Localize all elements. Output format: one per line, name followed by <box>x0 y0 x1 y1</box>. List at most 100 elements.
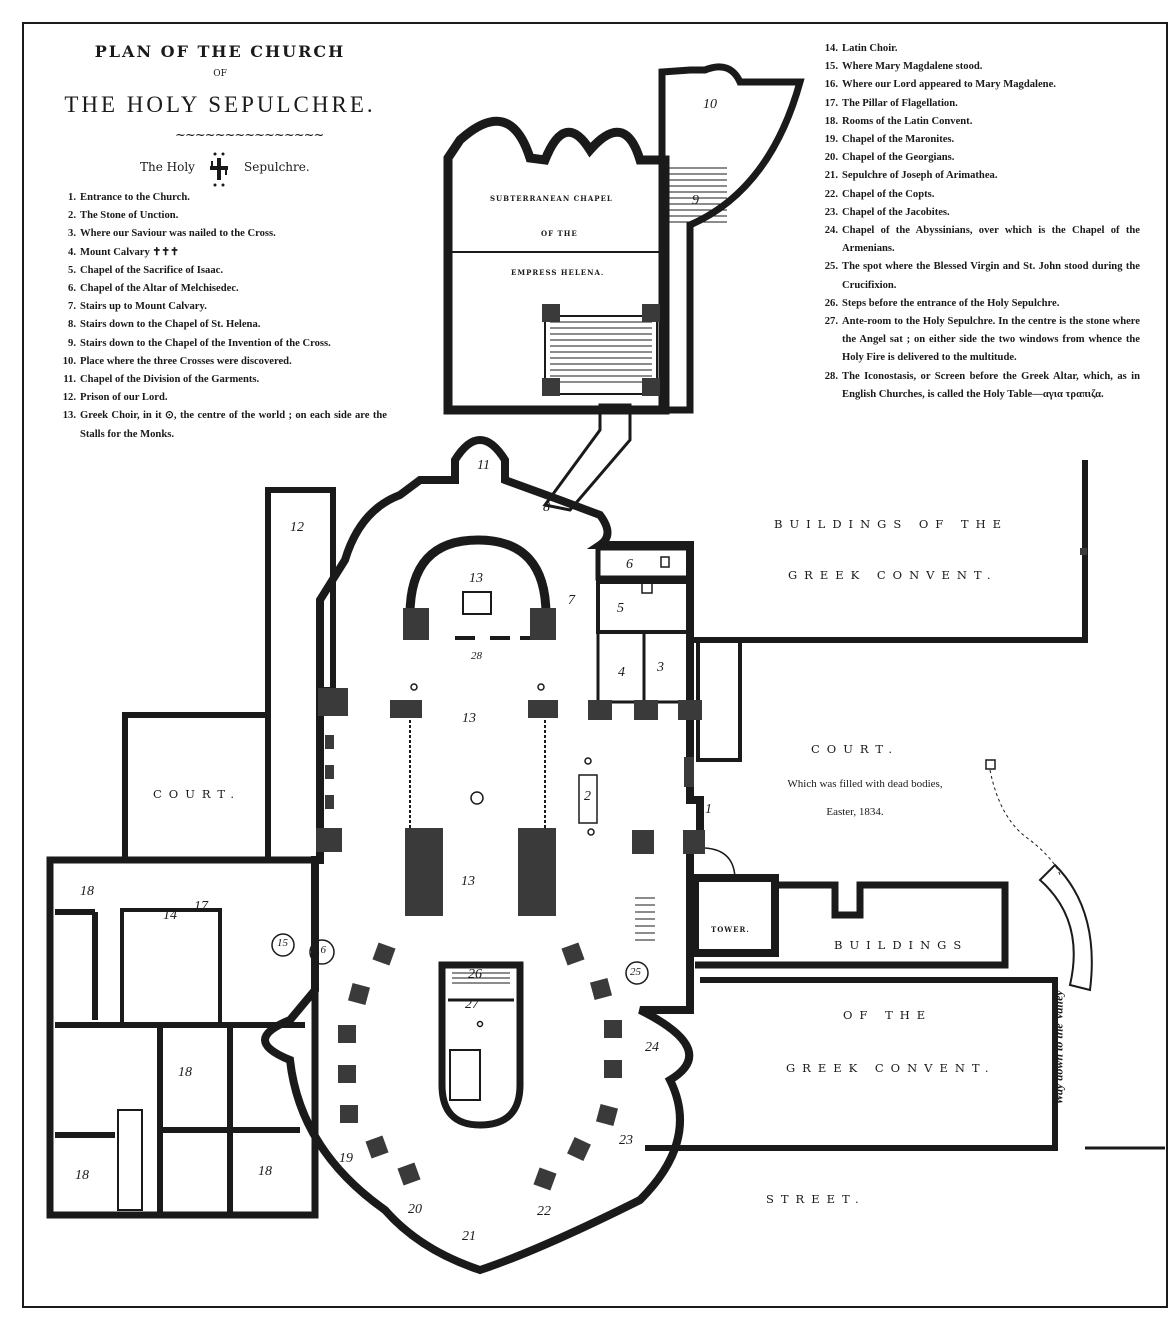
court-note-2: Easter, 1834. <box>826 806 884 818</box>
legend-text: Ante-room to the Holy Sepulchre. In the … <box>842 316 1140 364</box>
legend-number: 5. <box>68 264 76 276</box>
chapel-5 <box>596 580 692 634</box>
legend-text: The Pillar of Flagellation. <box>842 97 958 109</box>
legend-item: 10.Place where the three Crosses were di… <box>54 353 387 371</box>
legend-item: 13.Greek Choir, in it ⊙, the centre of t… <box>54 407 387 443</box>
stone-of-unction <box>578 774 598 824</box>
legend-item: 21.Sepulchre of Joseph of Arimathea. <box>816 167 1140 185</box>
plan-number-9: 9 <box>692 193 699 208</box>
legend-text: The Stone of Unction. <box>80 210 179 222</box>
subterranean-label-3: EMPRESS HELENA. <box>511 268 605 277</box>
plan-number-25: 25 <box>630 966 641 978</box>
helena-altar <box>544 315 658 395</box>
stairs-9 <box>668 167 727 223</box>
plan-number-12: 12 <box>290 520 304 535</box>
legend-text: Chapel of the Sacrifice of Isaac. <box>80 264 223 276</box>
plan-frame <box>22 22 1168 1308</box>
tower-label: TOWER. <box>711 925 750 934</box>
legend-number: 25. <box>824 261 838 273</box>
plan-number-18b: 18 <box>178 1065 192 1080</box>
centre-of-world-icon <box>470 791 484 805</box>
legend-number: 11. <box>63 374 76 386</box>
court-left-label: COURT. <box>153 787 242 801</box>
legend-item: 5. Chapel of the Sacrifice of Isaac. <box>54 262 387 280</box>
legend-item: 12.Prison of our Lord. <box>54 389 387 407</box>
stairs-26 <box>452 967 510 984</box>
way-down-ramp <box>1038 863 1093 992</box>
legend-item: 23.Chapel of the Jacobites. <box>816 204 1140 222</box>
plan-number-5: 5 <box>617 601 624 616</box>
plan-number-1: 1 <box>705 802 712 817</box>
legend-text: Chapel of the Maronites. <box>842 134 955 146</box>
plan-number-18d: 18 <box>258 1164 272 1179</box>
holy-sepulchre-cross-icon <box>210 152 228 187</box>
plan-number-27: 27 <box>465 997 479 1012</box>
legend-item: 6.Chapel of the Altar of Melchisedec. <box>54 280 387 298</box>
plan-number-13b: 13 <box>462 711 476 726</box>
legend-item: 17.The Pillar of Flagellation. <box>816 95 1140 113</box>
legend-number: 12. <box>62 392 76 404</box>
plan-number-21: 21 <box>462 1229 476 1244</box>
legend-text: The spot where the Blessed Virgin and St… <box>842 261 1140 291</box>
legend-item: 28.The Iconostasis, or Screen before the… <box>816 368 1140 404</box>
greek-altar <box>462 591 492 615</box>
greek-choir-apse <box>405 535 551 616</box>
plan-number-11: 11 <box>477 458 490 473</box>
legend-left: 1.Entrance to the Church. 2.The Stone of… <box>54 189 387 444</box>
legend-item: 15.Where Mary Magdalene stood. <box>816 58 1140 76</box>
legend-number: 8. <box>68 319 76 331</box>
plan-number-28: 28 <box>471 650 482 662</box>
legend-number: 26. <box>824 297 838 309</box>
plan-number-10: 10 <box>703 97 717 112</box>
legend-number: 10. <box>62 355 76 367</box>
plan-number-2: 2 <box>584 789 591 804</box>
greek-convent-lower-2 <box>645 977 1058 1151</box>
legend-text: Where Mary Magdalene stood. <box>842 61 983 73</box>
plan-number-14: 14 <box>163 908 177 923</box>
altar-steps <box>550 321 652 383</box>
legend-text: Stairs up to Mount Calvary. <box>80 301 207 313</box>
legend-item: 16.Where our Lord appeared to Mary Magda… <box>816 76 1140 94</box>
legend-text: The Iconostasis, or Screen before the Gr… <box>842 370 1140 400</box>
subtitle-right: Sepulchre. <box>244 160 310 174</box>
plan-number-16: 16 <box>315 944 326 956</box>
legend-item: 20.Chapel of the Georgians. <box>816 149 1140 167</box>
legend-text: Steps before the entrance of the Holy Se… <box>842 297 1060 309</box>
subterranean-label-1: SUBTERRANEAN CHAPEL <box>490 194 613 203</box>
latin-choir-walls <box>120 908 222 1027</box>
calvary-3 <box>642 630 692 704</box>
plan-number-3: 3 <box>657 660 664 675</box>
legend-item: 18.Rooms of the Latin Convent. <box>816 113 1140 131</box>
legend-item: 8.Stairs down to the Chapel of St. Helen… <box>54 316 387 334</box>
legend-text: Stairs down to the Chapel of the Inventi… <box>80 337 331 349</box>
legend-number: 23. <box>824 206 838 218</box>
legend-text: Where our Lord appeared to Mary Magdalen… <box>842 79 1056 91</box>
legend-item: 9.Stairs down to the Chapel of the Inven… <box>54 335 387 353</box>
title-line-2: OF <box>213 69 227 79</box>
plan-number-23: 23 <box>619 1133 633 1148</box>
stairs-calvary-block <box>696 638 742 762</box>
plan-number-8: 8 <box>543 500 550 515</box>
stairs-entrance <box>635 897 655 941</box>
title-ornament: ~~~~~~~~~~~~~~~ <box>175 128 324 143</box>
legend-text: Chapel of the Division of the Garments. <box>80 374 260 386</box>
court-note-1: Which was filled with dead bodies, <box>787 778 943 790</box>
legend-text: Mount Calvary ✝✝✝ <box>80 246 180 258</box>
plan-number-4: 4 <box>618 665 625 680</box>
legend-item: 3.Where our Saviour was nailed to the Cr… <box>54 225 387 243</box>
street-label: STREET. <box>766 1192 866 1206</box>
plan-number-13a: 13 <box>469 571 483 586</box>
legend-item: 1.Entrance to the Church. <box>54 189 387 207</box>
legend-item: 2.The Stone of Unction. <box>54 207 387 225</box>
title-line-1: PLAN OF THE CHURCH <box>94 42 346 61</box>
legend-item: 27.Ante-room to the Holy Sepulchre. In t… <box>816 313 1140 368</box>
plan-number-20: 20 <box>408 1202 422 1217</box>
plan-number-7: 7 <box>568 593 575 608</box>
legend-text: Rooms of the Latin Convent. <box>842 115 973 127</box>
court-right-label: COURT. <box>811 742 900 756</box>
chapel-invention-walls <box>658 63 805 414</box>
latin-convent-walls <box>46 856 319 1219</box>
legend-text: Entrance to the Church. <box>80 192 190 203</box>
way-down-label: Way down to the Valley <box>1051 990 1066 1105</box>
legend-text: Chapel of the Abyssinians, over which is… <box>842 225 1140 255</box>
